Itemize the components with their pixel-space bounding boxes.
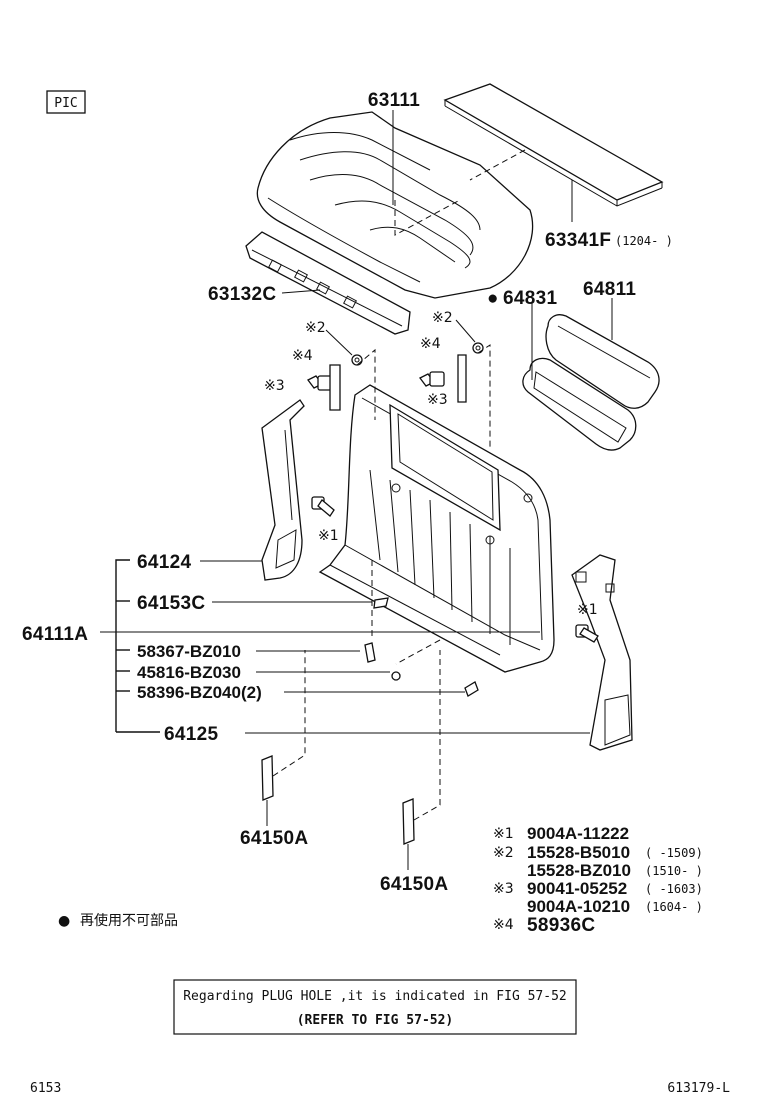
ref-mark-4-left: ※4 [292, 348, 313, 364]
label-glass-seal[interactable]: 64831 [503, 288, 557, 309]
legend-part-5[interactable]: 9004A-10210 [527, 897, 630, 916]
legend-mark-6: ※4 [493, 917, 514, 933]
non-reusable-note: 再使用不可部品 [80, 912, 178, 929]
label-clip-2[interactable]: 58396-BZ040(2) [137, 683, 262, 702]
legend-range-3: (1510- ) [645, 864, 703, 878]
fasteners-drawing [307, 342, 599, 643]
ref-mark-2-left: ※2 [305, 320, 326, 336]
bracket-left-group [115, 559, 130, 732]
ref-mark-1-right: ※1 [577, 602, 598, 618]
footer-illustration-code: 613179-L [667, 1081, 730, 1096]
legend-mark-1: ※1 [493, 826, 514, 842]
leader-m2-left [325, 329, 353, 356]
label-clip-1[interactable]: 58367-BZ010 [137, 642, 241, 661]
legend-part-6[interactable]: 58936C [527, 915, 595, 936]
legend-range-5: (1604- ) [645, 900, 703, 914]
label-roof-pad-range: (1204- ) [615, 234, 673, 248]
legend-part-2[interactable]: 15528-B5010 [527, 843, 630, 862]
back-glass-seal-drawing [522, 314, 660, 451]
notice-line-1: Regarding PLUG HOLE ,it is indicated in … [183, 989, 567, 1004]
notice-box: Regarding PLUG HOLE ,it is indicated in … [173, 979, 577, 1035]
label-back-panel-upper-left[interactable]: 64124 [137, 552, 191, 573]
legend-mark-4: ※3 [493, 881, 514, 897]
header-panel-drawing [245, 231, 411, 335]
small-clips-drawing [364, 560, 479, 697]
ref-mark-1-left: ※1 [318, 528, 339, 544]
ref-mark-2-right: ※2 [432, 310, 453, 326]
covers-drawing [261, 650, 441, 845]
legend-part-1[interactable]: 9004A-11222 [527, 824, 629, 843]
non-reusable-bullet: ● [58, 913, 70, 929]
notice-line-2: (REFER TO FIG 57-52) [297, 1013, 454, 1028]
label-roof-pad[interactable]: 63341F [545, 230, 611, 251]
legend-mark-2: ※2 [493, 845, 514, 861]
label-cover-left[interactable]: 64150A [240, 828, 308, 849]
legend-range-2: ( -1509) [645, 846, 703, 860]
right-pillar-drawing [571, 554, 633, 751]
label-roof-panel[interactable]: 63111 [368, 90, 420, 111]
roof-pad-drawing [443, 83, 664, 207]
label-back-panel-upper-right[interactable]: 64125 [164, 724, 218, 745]
label-cover-right[interactable]: 64150A [380, 874, 448, 895]
label-back-panel-seal[interactable]: 64153C [137, 593, 205, 614]
label-hole-plug[interactable]: 45816-BZ030 [137, 663, 241, 682]
leader-m2-right [455, 319, 476, 343]
label-header-panel[interactable]: 63132C [208, 284, 276, 305]
reference-legend: ※1 9004A-11222 ※2 15528-B5010 ( -1509) 1… [493, 824, 703, 936]
label-glass-seal-mark: ● [487, 288, 499, 309]
ref-mark-4-right: ※4 [420, 336, 441, 352]
pic-badge-label: PIC [54, 96, 77, 111]
left-pillar-drawing [261, 399, 305, 581]
ref-mark-3-right: ※3 [427, 392, 448, 408]
leader-63132C [281, 289, 321, 294]
label-back-glass[interactable]: 64811 [583, 279, 636, 300]
legend-part-3[interactable]: 15528-BZ010 [527, 861, 631, 880]
ref-mark-3-left: ※3 [264, 378, 285, 394]
pic-badge[interactable]: PIC [46, 90, 86, 114]
legend-part-4[interactable]: 90041-05252 [527, 879, 627, 898]
roof-panel-drawing [256, 111, 534, 299]
back-panel-drawing [318, 384, 555, 673]
label-back-panel[interactable]: 64111A [22, 624, 88, 645]
legend-range-4: ( -1603) [645, 882, 703, 896]
footer-figure-number: 6153 [30, 1081, 61, 1096]
